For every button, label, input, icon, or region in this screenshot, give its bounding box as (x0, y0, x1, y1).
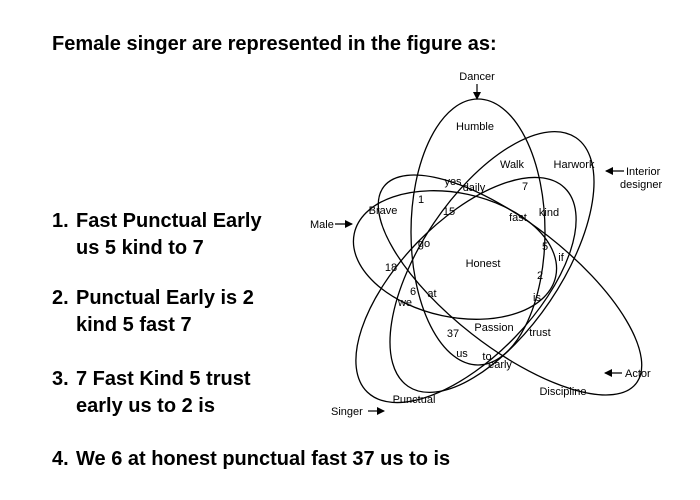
option-number: 2. (52, 287, 69, 309)
actor-ellipse (377, 174, 643, 396)
option-2[interactable]: 2. Punctual Early is 2 kind 5 fast 7 (52, 285, 254, 339)
option-4[interactable]: 4. We 6 at honest punctual fast 37 us to … (52, 446, 450, 473)
question-text: Female singer are represented in the fig… (52, 33, 497, 55)
option-text-line1: 7 Fast Kind 5 trust (76, 368, 251, 390)
option-text-line2: kind 5 fast 7 (76, 314, 192, 336)
region-harwork: Harwork (554, 159, 595, 171)
option-3[interactable]: 3. 7 Fast Kind 5 trust early us to 2 is (52, 366, 250, 420)
region-five: 5 (542, 241, 548, 253)
interior-designer-ellipse (389, 130, 595, 394)
region-is: is (533, 292, 541, 304)
region-if: if (558, 252, 564, 264)
region-kind: kind (539, 207, 559, 219)
option-text-line1: Fast Punctual Early (76, 210, 262, 232)
option-number: 3. (52, 368, 69, 390)
actor-label: Actor (625, 368, 651, 380)
region-seven: 7 (522, 181, 528, 193)
option-text-line1: We 6 at honest punctual fast 37 us to is (76, 448, 451, 470)
region-yes: yes (444, 176, 462, 188)
region-one: 1 (418, 194, 424, 206)
region-us: us (456, 348, 468, 360)
region-two: 2 (537, 270, 543, 282)
region-walk: Walk (500, 159, 525, 171)
option-number: 1. (52, 210, 69, 232)
male-ellipse (352, 190, 558, 320)
male-label: Male (310, 219, 334, 231)
region-passion: Passion (474, 322, 513, 334)
interior-designer-label: Interior (626, 166, 661, 178)
singer-label: Singer (331, 406, 363, 418)
region-fast: fast (509, 212, 527, 224)
option-text-line2: early us to 2 is (76, 395, 215, 417)
region-brave: Brave (369, 205, 398, 217)
region-trust: trust (529, 327, 550, 339)
region-at: at (427, 288, 436, 300)
region-discipline: Discipline (539, 386, 586, 398)
region-daily: daily (463, 182, 486, 194)
region-six: 6 (410, 286, 416, 298)
region-eighteen: 18 (385, 262, 397, 274)
region-go: go (418, 238, 430, 250)
option-number: 4. (52, 448, 69, 470)
region-fifteen: 15 (443, 206, 455, 218)
region-thirty-seven: 37 (447, 328, 459, 340)
region-honest: Honest (466, 258, 501, 270)
option-text-line1: Punctual Early is 2 (76, 287, 254, 309)
singer-ellipse (355, 176, 577, 404)
dancer-label: Dancer (459, 71, 495, 83)
region-to: to (482, 351, 491, 363)
option-text-line2: us 5 kind to 7 (76, 237, 204, 259)
region-we: we (397, 297, 412, 309)
region-humble: Humble (456, 121, 494, 133)
region-early: early (488, 359, 512, 371)
region-punctual: Punctual (393, 394, 436, 406)
interior-designer-label-2: designer (620, 179, 663, 191)
option-1[interactable]: 1. Fast Punctual Early us 5 kind to 7 (52, 208, 262, 262)
